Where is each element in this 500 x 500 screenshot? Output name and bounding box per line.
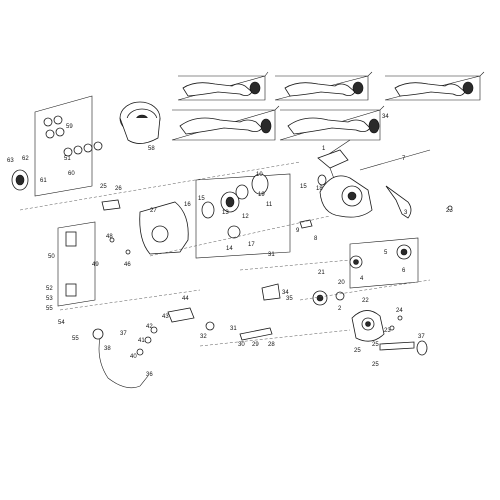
ref-13: 13 (222, 210, 229, 216)
ref-15: 15 (198, 196, 205, 202)
ref-25b: 25 (446, 208, 453, 214)
ref-61: 61 (40, 178, 47, 184)
ref-63: 63 (7, 158, 14, 164)
ref-15b: 15 (300, 184, 307, 190)
ref-14: 14 (226, 246, 233, 252)
handle-variants-group: 34 (171, 71, 485, 161)
ref-62: 62 (22, 156, 29, 162)
ref-40: 40 (130, 354, 137, 360)
ref-25d: 25 (354, 348, 361, 354)
lower-center-group: 44 43 32 31 30 29 28 34 35 21 2 (162, 270, 345, 348)
ref-41: 41 (138, 338, 145, 344)
ref-24: 24 (396, 308, 403, 314)
ref-21: 21 (318, 270, 325, 276)
ref-5: 5 (384, 250, 388, 256)
ref-19: 19 (258, 192, 265, 198)
ref-28: 28 (268, 342, 275, 348)
ref-18: 18 (316, 186, 323, 192)
body-group: 1 15 18 3 7 25 9 8 31 (268, 146, 453, 258)
ref-35: 35 (286, 296, 293, 302)
ref-55: 55 (46, 306, 53, 312)
ref-23: 23 (384, 328, 391, 334)
ref-50: 50 (48, 254, 55, 260)
ref-34-top: 34 (382, 114, 389, 120)
ref-8: 8 (314, 236, 318, 242)
ref-17: 17 (248, 242, 255, 248)
ref-30: 30 (238, 342, 245, 348)
left-parts-group: 50 48 49 46 52 53 55 54 55 37 38 41 40 4… (46, 221, 158, 389)
ref-12: 12 (242, 214, 249, 220)
ref-3: 3 (404, 210, 408, 216)
rotor-group: 27 26 16 15 13 12 19 11 10 14 17 (101, 172, 291, 259)
ref-26: 26 (115, 186, 122, 192)
ref-49: 49 (92, 262, 99, 268)
ref-36: 36 (146, 372, 153, 378)
ref-25: 25 (100, 184, 107, 190)
ref-10: 10 (256, 172, 263, 178)
ref-54: 54 (58, 320, 65, 326)
guide-lines (19, 161, 431, 347)
ref-48: 48 (106, 234, 113, 240)
ref-43: 43 (162, 314, 169, 320)
ref-46: 46 (124, 262, 131, 268)
ref-16: 16 (184, 202, 191, 208)
ref-55b: 55 (72, 336, 79, 342)
ref-59: 59 (66, 124, 73, 130)
ref-27: 27 (150, 208, 157, 214)
ref-25c: 25 (372, 342, 379, 348)
ref-42: 42 (146, 324, 153, 330)
ref-7: 7 (402, 156, 406, 162)
side-cover-group: 22 24 23 25 37 25 25 (351, 298, 428, 368)
ref-22: 22 (362, 298, 369, 304)
ref-53: 53 (46, 296, 53, 302)
ref-44: 44 (182, 296, 189, 302)
ref-34: 34 (282, 290, 289, 296)
ref-31: 31 (268, 252, 275, 258)
ref-32: 32 (200, 334, 207, 340)
ref-37b: 37 (418, 334, 425, 340)
ref-9: 9 (296, 228, 300, 234)
ref-29: 29 (252, 342, 259, 348)
spool-group: 59 51 60 58 63 62 61 25 (7, 95, 161, 197)
ref-25e: 25 (372, 362, 379, 368)
ref-58: 58 (148, 146, 155, 152)
ref-60: 60 (68, 171, 75, 177)
ref-4: 4 (360, 276, 364, 282)
gear-group: 4 6 5 20 (338, 237, 419, 289)
ref-52: 52 (46, 286, 53, 292)
ref-1: 1 (322, 146, 326, 152)
ref-2: 2 (338, 306, 342, 312)
ref-11: 11 (266, 202, 273, 208)
ref-31b: 31 (230, 326, 237, 332)
ref-51: 51 (64, 156, 71, 162)
ref-37: 37 (120, 331, 127, 337)
ref-20: 20 (338, 280, 345, 286)
ref-6: 6 (402, 268, 406, 274)
ref-38: 38 (104, 346, 111, 352)
